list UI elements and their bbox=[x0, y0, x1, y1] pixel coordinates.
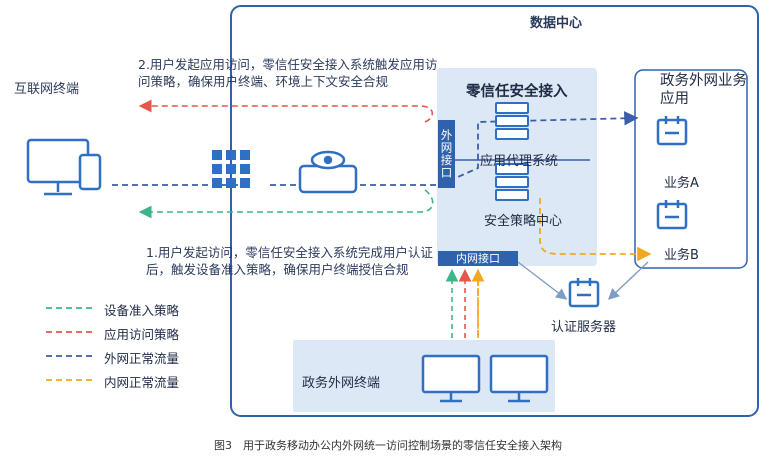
router-icon bbox=[298, 150, 358, 194]
internal-port-label: 内网接口 bbox=[438, 251, 518, 266]
legend-label-app: 应用访问策略 bbox=[104, 327, 180, 342]
business-b-icon bbox=[656, 200, 688, 230]
internet-terminal-icon bbox=[26, 138, 102, 196]
navy-traffic-path bbox=[112, 118, 635, 186]
note-auth-access: 1.用户发起访问，零信任安全接入系统完成用户认证后，触发设备准入策略，确保用户终… bbox=[146, 245, 433, 277]
zero-trust-title: 零信任安全接入 bbox=[466, 84, 568, 100]
auth-arrow-right bbox=[607, 261, 649, 300]
app-proxy-label: 应用代理系统 bbox=[480, 154, 559, 169]
policy-center-label: 安全策略中心 bbox=[484, 214, 563, 229]
datacenter-frame bbox=[230, 5, 759, 417]
business-a-label: 业务A bbox=[664, 176, 699, 191]
gov-app-label: 政务外网业务应用 bbox=[660, 73, 747, 107]
gov-terminal-monitor-1 bbox=[421, 354, 481, 403]
gov-terminal-monitor-2 bbox=[489, 354, 549, 403]
red-policy-path-top bbox=[138, 99, 434, 123]
figure-caption: 图3 用于政务移动办公内外网统一访问控制场景的零信任安全接入架构 bbox=[214, 439, 562, 452]
gov-terminal-label: 政务外网终端 bbox=[302, 376, 381, 391]
business-b-label: 业务B bbox=[664, 248, 699, 263]
external-port-label: 外网接口 bbox=[438, 120, 455, 188]
policy-center-server-icon bbox=[495, 163, 529, 201]
legend-label-external: 外网正常流量 bbox=[104, 351, 180, 366]
auth-arrow-left bbox=[517, 261, 568, 300]
datacenter-title: 数据中心 bbox=[530, 16, 583, 31]
note-app-access: 2.用户发起应用访问，零信任安全接入系统触发应用访问策略，确保用户终端、环境上下… bbox=[138, 57, 438, 89]
business-a-icon bbox=[656, 116, 688, 146]
auth-server-label: 认证服务器 bbox=[551, 320, 617, 335]
legend-label-internal: 内网正常流量 bbox=[104, 375, 180, 390]
internet-terminal-label: 互联网终端 bbox=[14, 82, 80, 97]
legend-label-device: 设备准入策略 bbox=[104, 303, 180, 318]
firewall-icon bbox=[212, 150, 250, 188]
auth-server-icon bbox=[568, 278, 600, 308]
green-policy-path bbox=[138, 189, 434, 219]
app-proxy-server-icon bbox=[495, 102, 529, 140]
